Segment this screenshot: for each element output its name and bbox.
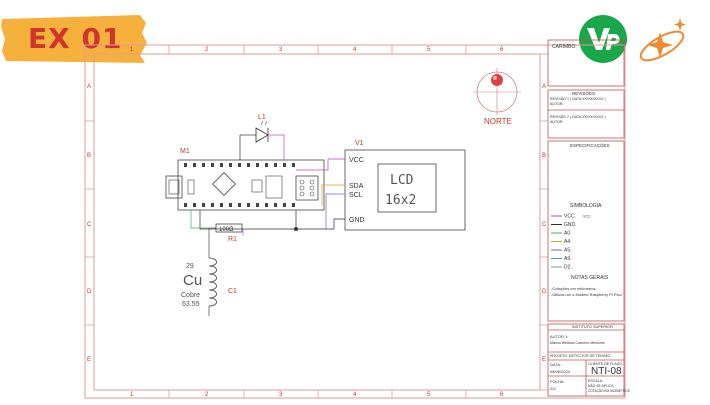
col-label: 6 — [500, 47, 504, 53]
col-label: 4 — [353, 47, 357, 53]
legend-extra: VCC. — [583, 215, 591, 219]
coil-number: 29 — [186, 263, 194, 270]
row-label: E — [87, 357, 91, 363]
autor-label: AUTOR 1: — [550, 334, 568, 339]
rev1: REVISÃO 1 ( DATA:XX/XX/XXXX ) — [550, 96, 606, 101]
led-l1: L1 — [240, 114, 284, 143]
escala-label: ESCALA: — [588, 379, 603, 383]
row-label: A — [87, 84, 91, 90]
row-label: D — [542, 289, 547, 295]
exercise-title: EX 01 — [28, 22, 123, 55]
lcd-pin-gnd: GND — [349, 217, 365, 224]
escala-valor: NÃO SE APLICA — [588, 383, 614, 388]
codigo-desenho: NTI-08 — [591, 366, 622, 377]
vp-logo-icon — [579, 15, 627, 63]
legend-label: VCC. — [564, 214, 576, 220]
col-label: 5 — [427, 392, 431, 398]
compass-rose: NORTE — [473, 68, 521, 126]
row-label: E — [542, 357, 546, 363]
lcd-v1: V1 LCD 16x2 VCC SDA SCL GND — [344, 140, 466, 231]
lcd-pin-sda: SDA — [349, 183, 364, 190]
row-label: D — [87, 289, 92, 295]
col-label: 3 — [279, 392, 283, 398]
m1-label: M1 — [180, 148, 190, 155]
coil-c1: C1 29 Cu Cobre 63.55 — [181, 240, 237, 316]
legend-label: D2. — [564, 265, 572, 271]
notas-gerais-title: NOTAS GERAIS — [571, 275, 609, 281]
col-label: 1 — [130, 392, 134, 398]
col-label: 6 — [500, 392, 504, 398]
lcd-line1: LCD — [390, 173, 414, 188]
v1-label: V1 — [355, 140, 364, 147]
data-valor: 08/06/2024 — [550, 369, 571, 374]
col-label: 2 — [205, 47, 209, 53]
legend-label: A0. — [564, 231, 572, 237]
nota-1: -Cotações em milímetros. — [551, 286, 597, 291]
resistor-r1: 100Ω R1 — [190, 210, 243, 243]
data-label: DATA: — [550, 362, 561, 367]
arduino-nano-m1: M1 — [165, 148, 325, 211]
legend-label: A4. — [564, 239, 572, 245]
cliente-label: CLIENTE DE FLASO: — [588, 362, 623, 366]
col-label: 5 — [427, 47, 431, 53]
rev2-autor: AUTOR: — [550, 120, 564, 124]
lcd-pin-scl: SCL — [349, 192, 363, 199]
compass-label: NORTE — [484, 117, 512, 126]
legend-label: A5. — [564, 248, 572, 254]
c1-label: C1 — [228, 288, 237, 295]
nota-2: -Utilizou-se o Modelo Raspberry Pi Pico — [551, 292, 622, 297]
autor-nome: Marcio Welidus Carneiro Menezes — [550, 341, 605, 345]
col-label: 3 — [279, 47, 283, 53]
folha-label: FOLHA: — [550, 379, 564, 384]
r1-value: 100Ω — [219, 227, 234, 233]
row-label: C — [87, 222, 92, 228]
simbologia-title: SIMBOLOGIA: — [570, 203, 603, 209]
r1-label: R1 — [228, 236, 237, 243]
legend-label: GND. — [564, 222, 577, 228]
col-label: 2 — [205, 392, 209, 398]
coil-symbol: Cu — [183, 272, 202, 289]
folha-valor: 2/3 — [550, 386, 556, 391]
lcd-pin-vcc: VCC — [349, 157, 364, 164]
title-block — [547, 39, 625, 397]
projeto-label: PROJETO: DETECTOR DE TENSÃO — [550, 353, 611, 358]
row-label: B — [87, 153, 91, 159]
orbit-star-icon — [639, 18, 686, 62]
l1-label: L1 — [258, 114, 266, 121]
row-label: A — [542, 84, 546, 90]
col-label: 1 — [130, 47, 134, 53]
instituto-label: INSTITUTO SUPERIOR — [572, 325, 613, 329]
cotacao-label: COTAÇÃO EM MILÍMETROS — [588, 388, 630, 393]
col-label: 4 — [353, 392, 357, 398]
title-banner — [1, 15, 147, 63]
rev1-autor: AUTOR: — [550, 102, 564, 106]
simbologia-legend: VCC. VCC. GND. A0. A4. A5. A9. D2. — [551, 214, 591, 271]
legend-label: A9. — [564, 256, 572, 262]
row-label: B — [542, 153, 546, 159]
especificacoes-title: ESPECIFICAÇÕES — [570, 142, 610, 148]
coil-material: Cobre — [181, 292, 200, 299]
revisoes-title: REVISÕES: — [572, 90, 596, 96]
rev2: REVISÃO 2 ( DATA:XX/XX/XXXX ) — [550, 114, 606, 119]
carimbo-label: CARIMBO: — [552, 44, 577, 50]
row-label: C — [542, 222, 547, 228]
coil-mass: 63.55 — [182, 301, 200, 308]
lcd-line2: 16x2 — [385, 193, 416, 208]
